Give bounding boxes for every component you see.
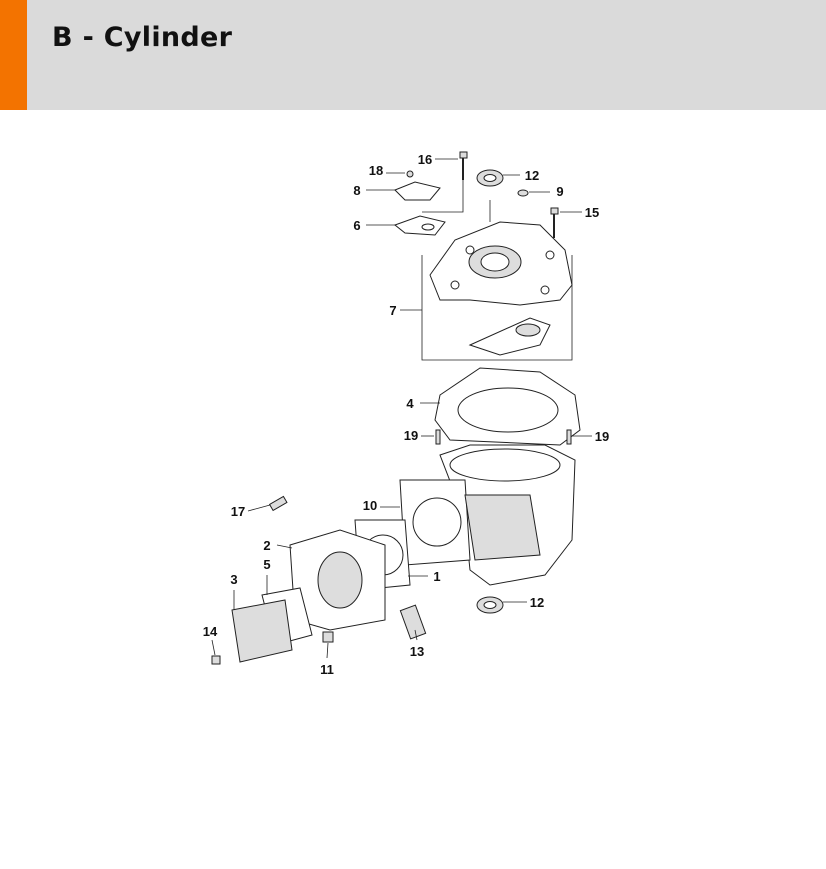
page-header: B - Cylinder	[0, 0, 826, 110]
part-oil-seal-top[interactable]	[476, 169, 504, 187]
callout-19-left: 19	[404, 428, 418, 443]
callout-19-right: 19	[595, 429, 609, 444]
callout-3: 3	[230, 572, 237, 587]
callout-labels: 16 12 18 8 9 15 6 7 4 19 19 10 17 2 1 3 …	[203, 152, 609, 677]
header-accent-bar	[0, 0, 27, 110]
page-title: B - Cylinder	[52, 22, 233, 53]
callout-16: 16	[418, 152, 432, 167]
part-crankcase-gasket[interactable]	[434, 367, 581, 446]
callout-2: 2	[263, 538, 270, 553]
callout-17: 17	[231, 504, 245, 519]
callout-13: 13	[410, 644, 424, 659]
callout-7: 7	[389, 303, 396, 318]
part-cylinder[interactable]	[464, 494, 541, 561]
part-bolts[interactable]	[406, 151, 559, 238]
callout-14: 14	[203, 624, 218, 639]
part-rocker-cover[interactable]	[231, 599, 293, 663]
callout-9: 9	[556, 184, 563, 199]
callout-8: 8	[353, 183, 360, 198]
callout-18: 18	[369, 163, 383, 178]
callout-4: 4	[406, 396, 414, 411]
callout-1: 1	[433, 569, 440, 584]
part-cylinder-gasket[interactable]	[399, 479, 471, 566]
callout-15: 15	[585, 205, 599, 220]
part-plate[interactable]	[393, 181, 446, 236]
callout-6: 6	[353, 218, 360, 233]
callout-12-bottom: 12	[530, 595, 544, 610]
leader-lines	[211, 158, 592, 659]
part-cylinder-head[interactable]	[289, 529, 386, 631]
part-small-parts[interactable]	[211, 429, 572, 665]
callout-5: 5	[263, 557, 270, 572]
callout-11: 11	[320, 662, 334, 677]
callout-10: 10	[363, 498, 377, 513]
callout-12: 12	[525, 168, 539, 183]
part-crankcase-cover[interactable]	[429, 221, 573, 356]
